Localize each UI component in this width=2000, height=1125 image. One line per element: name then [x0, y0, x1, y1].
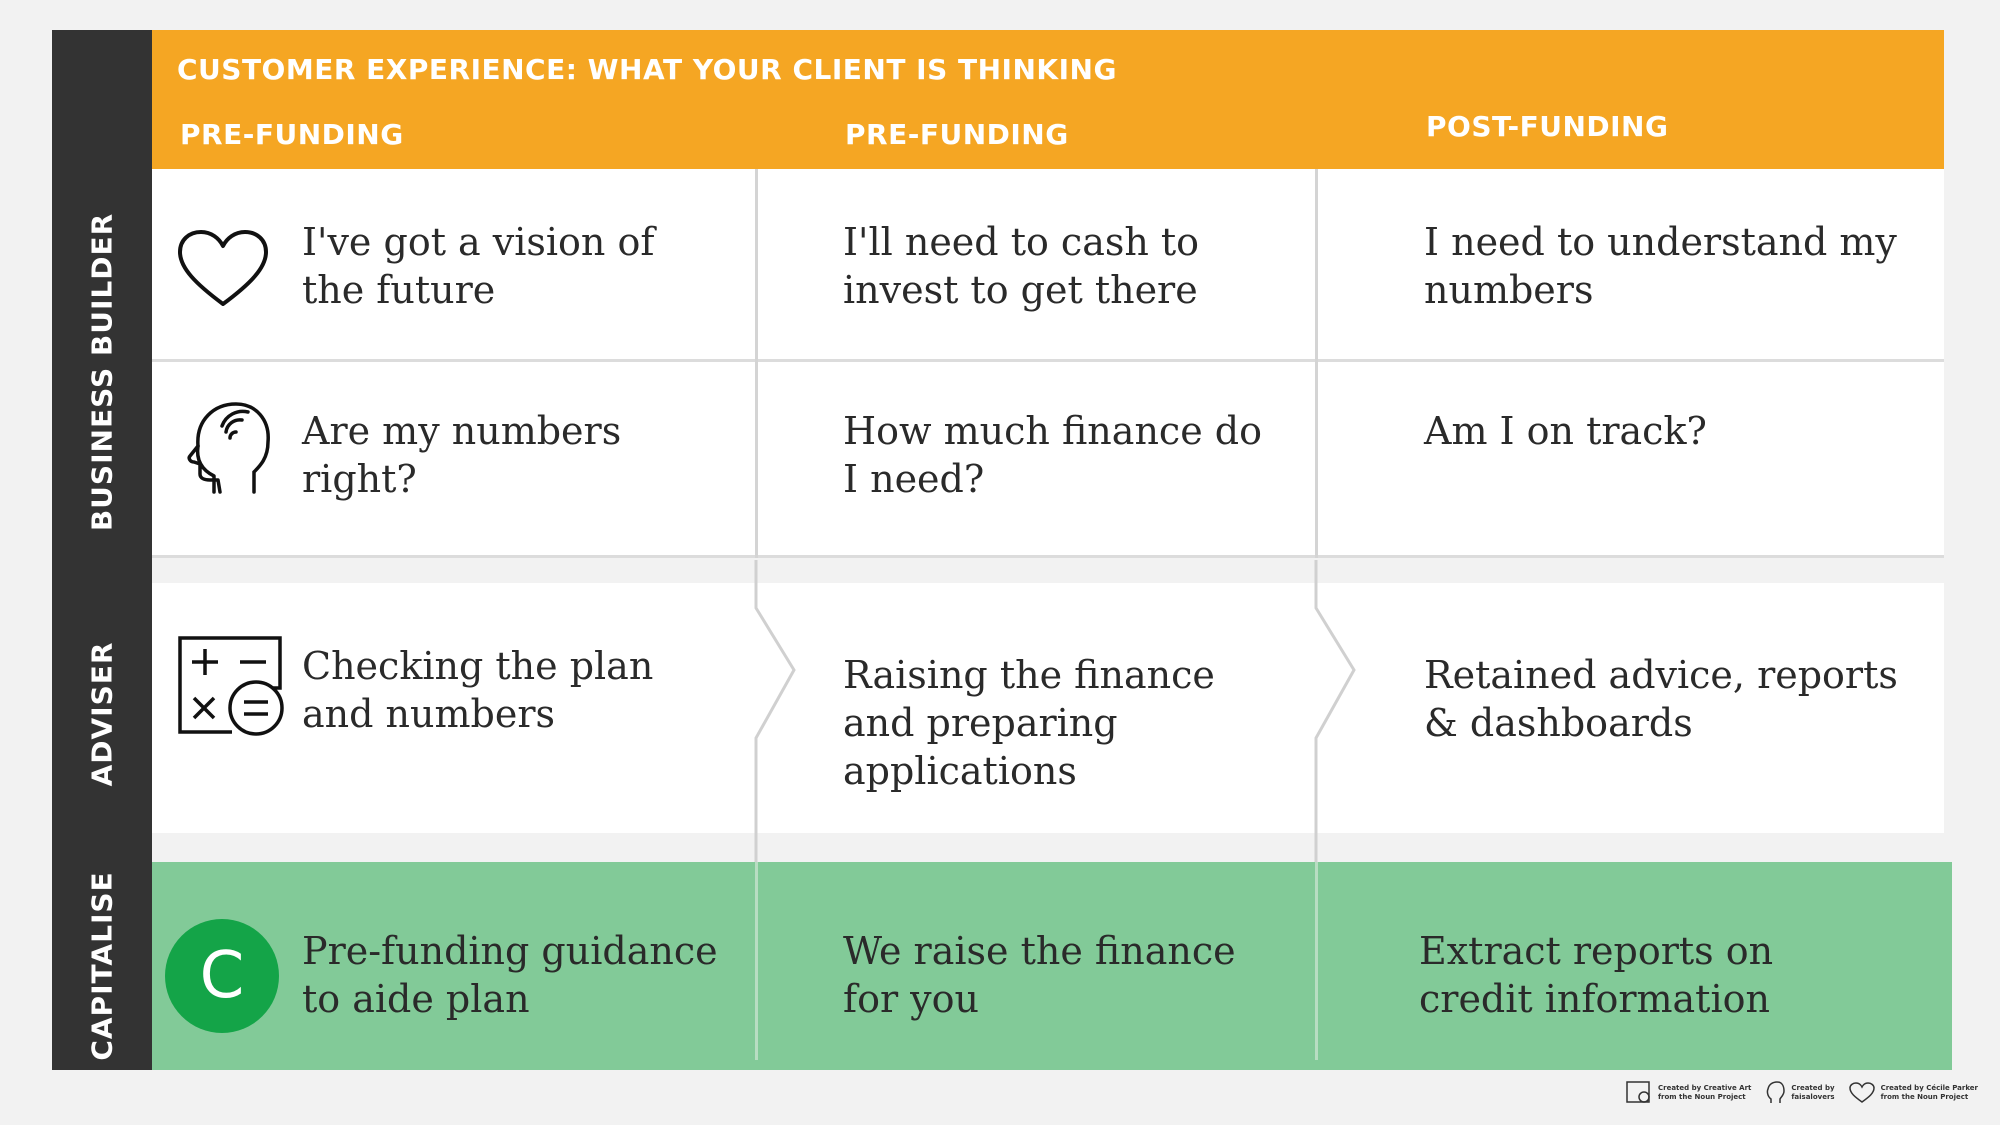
- credit-head: Created by faisalovers: [1765, 1081, 1835, 1105]
- chevron-divider: [754, 560, 796, 862]
- credit-text: Created by Cécile Parker from the Noun P…: [1880, 1084, 1978, 1101]
- column-divider: [755, 862, 758, 1060]
- column-header-2: PRE-FUNDING: [845, 118, 1069, 151]
- cell-numbers-2: How much finance do I need?: [843, 409, 1262, 501]
- cell-capitalise-3: Extract reports on credit information: [1419, 929, 1774, 1021]
- credit-text: Created by Creative Art from the Noun Pr…: [1657, 1084, 1752, 1101]
- column-divider: [1315, 169, 1318, 558]
- cell-vision-2: I'll need to cash to invest to get there: [843, 220, 1200, 312]
- calculator-icon: [1626, 1081, 1650, 1103]
- cell-vision-3: I need to understand my numbers: [1424, 220, 1897, 312]
- cell-numbers-3: Am I on track?: [1424, 409, 1707, 453]
- business-builder-band: [152, 169, 1944, 558]
- calculator-icon: [178, 636, 284, 736]
- icon-credits: Created by Creative Art from the Noun Pr…: [1626, 1081, 1978, 1105]
- cell-capitalise-2: We raise the finance for you: [843, 929, 1236, 1021]
- cell-capitalise-1: Pre-funding guidance to aide plan: [302, 929, 718, 1021]
- row-divider: [152, 359, 1944, 362]
- cell-adviser-3: Retained advice, reports & dashboards: [1424, 653, 1898, 745]
- credit-calculator: Created by Creative Art from the Noun Pr…: [1626, 1081, 1751, 1105]
- adviser-band: [152, 583, 1944, 833]
- row-divider: [152, 555, 1944, 558]
- side-label-capitalise: CAPITALISE: [85, 871, 119, 1061]
- column-header-1: PRE-FUNDING: [180, 118, 404, 151]
- column-header-3: POST-FUNDING: [1426, 110, 1669, 143]
- cell-numbers-1: Are my numbers right?: [302, 409, 622, 501]
- chevron-divider: [1314, 560, 1356, 862]
- head-icon: [187, 402, 270, 494]
- header-title: CUSTOMER EXPERIENCE: WHAT YOUR CLIENT IS…: [177, 53, 1117, 86]
- cell-adviser-1: Checking the plan and numbers: [302, 644, 654, 736]
- side-label-business-builder: BUSINESS BUILDER: [85, 212, 119, 532]
- credit-text: Created by faisalovers: [1791, 1084, 1835, 1101]
- credit-heart: Created by Cécile Parker from the Noun P…: [1848, 1082, 1978, 1104]
- heart-icon: [1848, 1082, 1875, 1103]
- column-divider: [1315, 862, 1318, 1060]
- cell-adviser-2: Raising the finance and preparing applic…: [843, 653, 1215, 793]
- capitalise-logo: C: [165, 919, 279, 1033]
- heart-icon: [178, 230, 268, 306]
- head-icon: [1767, 1081, 1786, 1103]
- capitalise-band: [152, 862, 1952, 1070]
- side-label-adviser: ADVISER: [85, 641, 119, 787]
- cell-vision-1: I've got a vision of the future: [302, 220, 655, 312]
- sidebar: [52, 30, 152, 1070]
- column-divider: [755, 169, 758, 558]
- header-bar: CUSTOMER EXPERIENCE: WHAT YOUR CLIENT IS…: [152, 30, 1944, 169]
